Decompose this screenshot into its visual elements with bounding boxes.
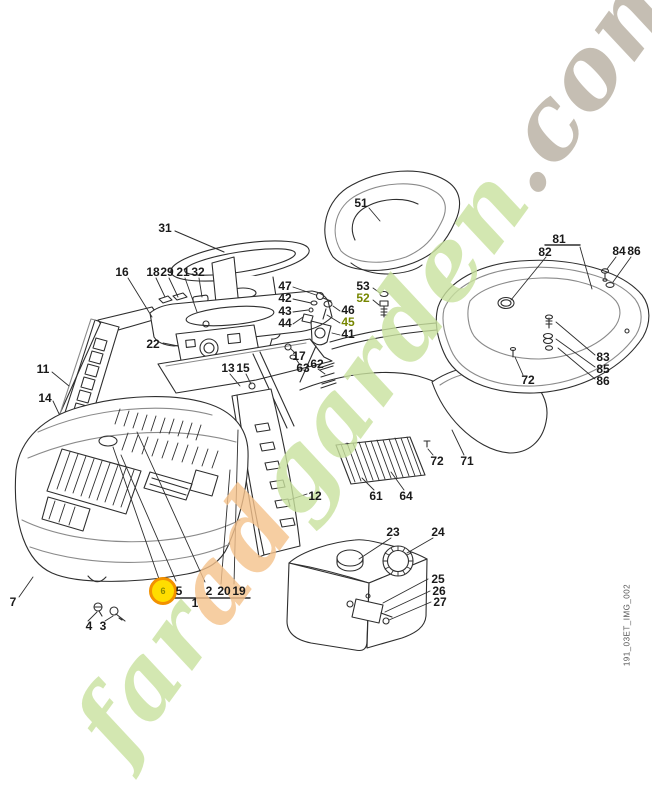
- part-label-13[interactable]: 13: [221, 361, 235, 375]
- part-label-11[interactable]: 11: [36, 362, 50, 376]
- part-label-86[interactable]: 86: [627, 244, 641, 258]
- part-label-64[interactable]: 64: [399, 489, 413, 503]
- part-label-86[interactable]: 86: [596, 374, 610, 388]
- part-label-23[interactable]: 23: [386, 525, 400, 539]
- part-label-19[interactable]: 19: [232, 584, 246, 598]
- part-label-21[interactable]: 21: [176, 265, 190, 279]
- part-label-17[interactable]: 17: [292, 349, 306, 363]
- part-label-26[interactable]: 26: [432, 584, 446, 598]
- part-label-63[interactable]: 63: [296, 361, 310, 375]
- part-label-4[interactable]: 4: [85, 619, 93, 633]
- part-label-1[interactable]: 1: [191, 596, 199, 610]
- part-label-20[interactable]: 20: [217, 584, 231, 598]
- part-label-29[interactable]: 29: [160, 265, 174, 279]
- part-label-43[interactable]: 43: [278, 304, 292, 318]
- part-label-84[interactable]: 84: [612, 244, 626, 258]
- part-label-31[interactable]: 31: [158, 221, 172, 235]
- part-label-2[interactable]: 2: [205, 584, 213, 598]
- part-label-72[interactable]: 72: [430, 454, 444, 468]
- part-label-83[interactable]: 83: [596, 350, 610, 364]
- part-label-24[interactable]: 24: [431, 525, 445, 539]
- part-label-12[interactable]: 12: [308, 489, 322, 503]
- part-label-27[interactable]: 27: [433, 595, 447, 609]
- part-label-16[interactable]: 16: [115, 265, 129, 279]
- part-label-62[interactable]: 62: [310, 357, 324, 371]
- part-label-47[interactable]: 47: [278, 279, 292, 293]
- part-label-22[interactable]: 22: [146, 337, 160, 351]
- part-label-52[interactable]: 52: [356, 291, 370, 305]
- fuel-tank-drawing: [286, 537, 434, 652]
- leader-lines: [112, 429, 251, 599]
- part-label-3[interactable]: 3: [99, 619, 107, 633]
- part-label-44[interactable]: 44: [278, 316, 292, 330]
- part-label-71[interactable]: 71: [460, 454, 474, 468]
- part-label-85[interactable]: 85: [596, 362, 610, 376]
- part-label-6-highlighted[interactable]: 6: [149, 577, 177, 605]
- part-label-61[interactable]: 61: [369, 489, 383, 503]
- part-label-53[interactable]: 53: [356, 279, 370, 293]
- part-label-32[interactable]: 32: [191, 265, 205, 279]
- part-label-42[interactable]: 42: [278, 291, 292, 305]
- dashboard-drawing: [97, 256, 333, 394]
- image-code-vertical-text: 191_03ET_IMG_002: [622, 583, 632, 667]
- part-label-45[interactable]: 45: [341, 315, 355, 329]
- part-label-18[interactable]: 18: [146, 265, 160, 279]
- part-label-5[interactable]: 5: [175, 584, 183, 598]
- part-label-46[interactable]: 46: [341, 303, 355, 317]
- part-label-14[interactable]: 14: [38, 391, 52, 405]
- part-label-72[interactable]: 72: [521, 373, 535, 387]
- rear-cover-drawing: [435, 244, 650, 394]
- part-label-25[interactable]: 25: [431, 572, 445, 586]
- seat-drawing: [324, 170, 461, 318]
- part-label-41[interactable]: 41: [341, 327, 355, 341]
- part-label-81[interactable]: 81: [552, 232, 566, 246]
- part-label-82[interactable]: 82: [538, 245, 552, 259]
- part-label-7[interactable]: 7: [9, 595, 17, 609]
- part-label-15[interactable]: 15: [236, 361, 250, 375]
- part-label-51[interactable]: 51: [354, 196, 368, 210]
